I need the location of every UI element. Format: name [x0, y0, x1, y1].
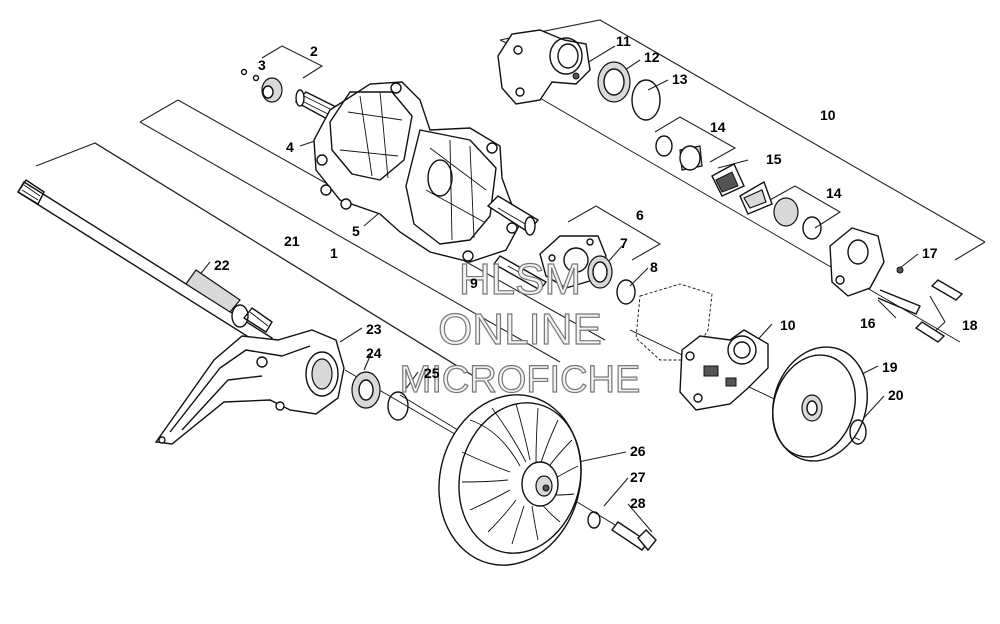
- brake-caliper-lower: [635, 283, 769, 411]
- callout-5: 5: [352, 223, 360, 239]
- drive-shaft: [17, 179, 273, 349]
- brake-caliper-upper: [497, 29, 661, 121]
- watermark-line-2: ONLINE: [438, 305, 602, 354]
- brake-disc: [772, 346, 868, 462]
- callout-20: 20: [888, 387, 904, 403]
- callout-14-lower: 14: [826, 185, 842, 201]
- callout-28: 28: [630, 495, 646, 511]
- callout-labels: 2 3 4 5 1 6 7 8 9 10 10 11 12 13 14 14 1…: [214, 33, 978, 511]
- callout-2: 2: [310, 43, 318, 59]
- callout-15: 15: [766, 151, 782, 167]
- gearbox-housing: [294, 81, 540, 263]
- callout-12: 12: [644, 49, 660, 65]
- brake-pads-pistons: [655, 135, 822, 240]
- callout-26: 26: [630, 443, 646, 459]
- callout-14-upper: 14: [710, 119, 726, 135]
- input-seal: [240, 68, 283, 103]
- watermark: HLSM ONLINE MICROFICHE: [399, 254, 641, 401]
- callout-4: 4: [286, 139, 294, 155]
- callout-11: 11: [616, 33, 631, 49]
- driven-clutch: [438, 394, 657, 566]
- callout-16: 16: [860, 315, 876, 331]
- callout-19: 19: [882, 359, 898, 375]
- watermark-line-1: HLSM: [459, 255, 581, 304]
- callout-25: 25: [424, 365, 440, 381]
- callout-10-lower: 10: [780, 317, 796, 333]
- brake-caliper-right: [829, 227, 964, 343]
- callout-23: 23: [366, 321, 382, 337]
- callout-27: 27: [630, 469, 646, 485]
- callout-24: 24: [366, 345, 382, 361]
- flange-bearing: [492, 235, 636, 305]
- callout-21: 21: [284, 233, 300, 249]
- callout-22: 22: [214, 257, 230, 273]
- callout-7: 7: [620, 235, 628, 251]
- callout-8: 8: [650, 259, 658, 275]
- callout-10-upper: 10: [820, 107, 836, 123]
- callout-17: 17: [922, 245, 938, 261]
- callout-18: 18: [962, 317, 978, 333]
- callout-1: 1: [330, 245, 338, 261]
- watermark-line-3: MICROFICHE: [400, 359, 641, 401]
- callout-9: 9: [470, 275, 478, 291]
- callout-13: 13: [672, 71, 688, 87]
- callout-3: 3: [258, 57, 266, 73]
- torque-arm: [154, 329, 409, 445]
- callout-6: 6: [636, 207, 644, 223]
